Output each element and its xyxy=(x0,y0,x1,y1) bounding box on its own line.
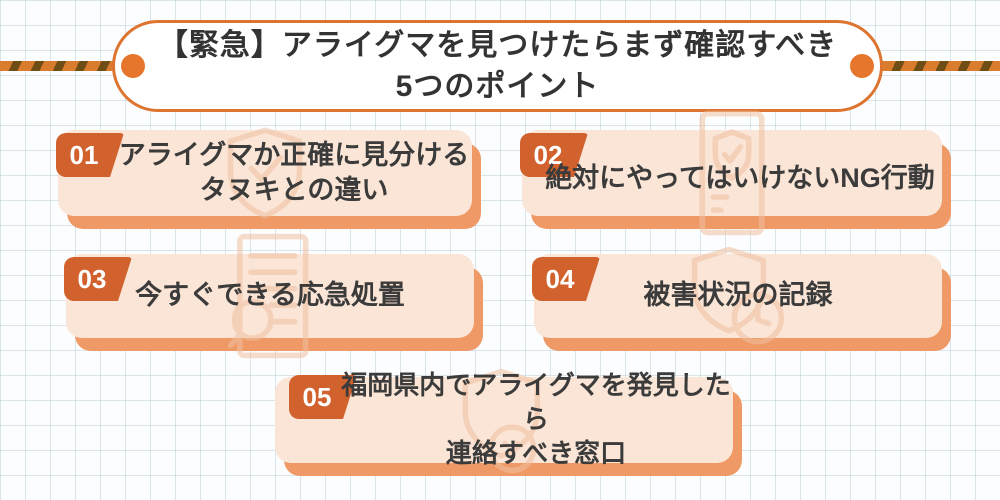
banner-dot-left-icon xyxy=(121,54,145,78)
point-card-3-text: 今すぐできる応急処置 xyxy=(66,254,474,338)
page-title-line1: 【緊急】アライグマを見つけたらまず確認すべき xyxy=(157,28,838,62)
page-title: 【緊急】アライグマを見つけたらまず確認すべき 5つのポイント xyxy=(158,25,837,108)
point-card-5-text: 福岡県内でアライグマを発見したら 連絡すべき窓口 xyxy=(275,370,733,468)
point-card-1-text: アライグマか正確に見分ける タヌキとの違い xyxy=(58,130,472,216)
point-card-3: 03 今すぐできる応急処置 xyxy=(66,233,474,359)
point-number-badge: 04 xyxy=(532,257,600,301)
point-card-2-line1: 絶対にやってはいけないNG行動 xyxy=(545,163,935,194)
point-card-2-text: 絶対にやってはいけないNG行動 xyxy=(522,130,942,216)
point-card-2: 02 絶対にやってはいけないNG行動 xyxy=(522,110,942,236)
banner-dot-right-icon xyxy=(850,54,874,78)
point-card-4-text: 被害状況の記録 xyxy=(534,254,942,338)
page-title-line2: 5つのポイント xyxy=(395,70,600,103)
point-card-4: 04 被害状況の記録 xyxy=(532,246,942,345)
point-card-1-line1: アライグマか正確に見分ける xyxy=(118,139,470,170)
point-card-5: 05 福岡県内でアライグマを発見したら 連絡すべき窓口 xyxy=(275,368,733,474)
point-card-1: 01 アライグマか正確に見分ける タヌキとの違い xyxy=(58,127,472,219)
point-card-5-line1: 福岡県内でアライグマを発見したら xyxy=(341,370,731,435)
point-card-3-line1: 今すぐできる応急処置 xyxy=(135,280,405,311)
point-card-1-line2: タヌキとの違い xyxy=(199,175,389,205)
title-banner: 【緊急】アライグマを見つけたらまず確認すべき 5つのポイント xyxy=(112,20,883,112)
point-card-4-line1: 被害状況の記録 xyxy=(643,280,833,311)
point-card-5-line2: 連絡すべき窓口 xyxy=(445,437,627,468)
